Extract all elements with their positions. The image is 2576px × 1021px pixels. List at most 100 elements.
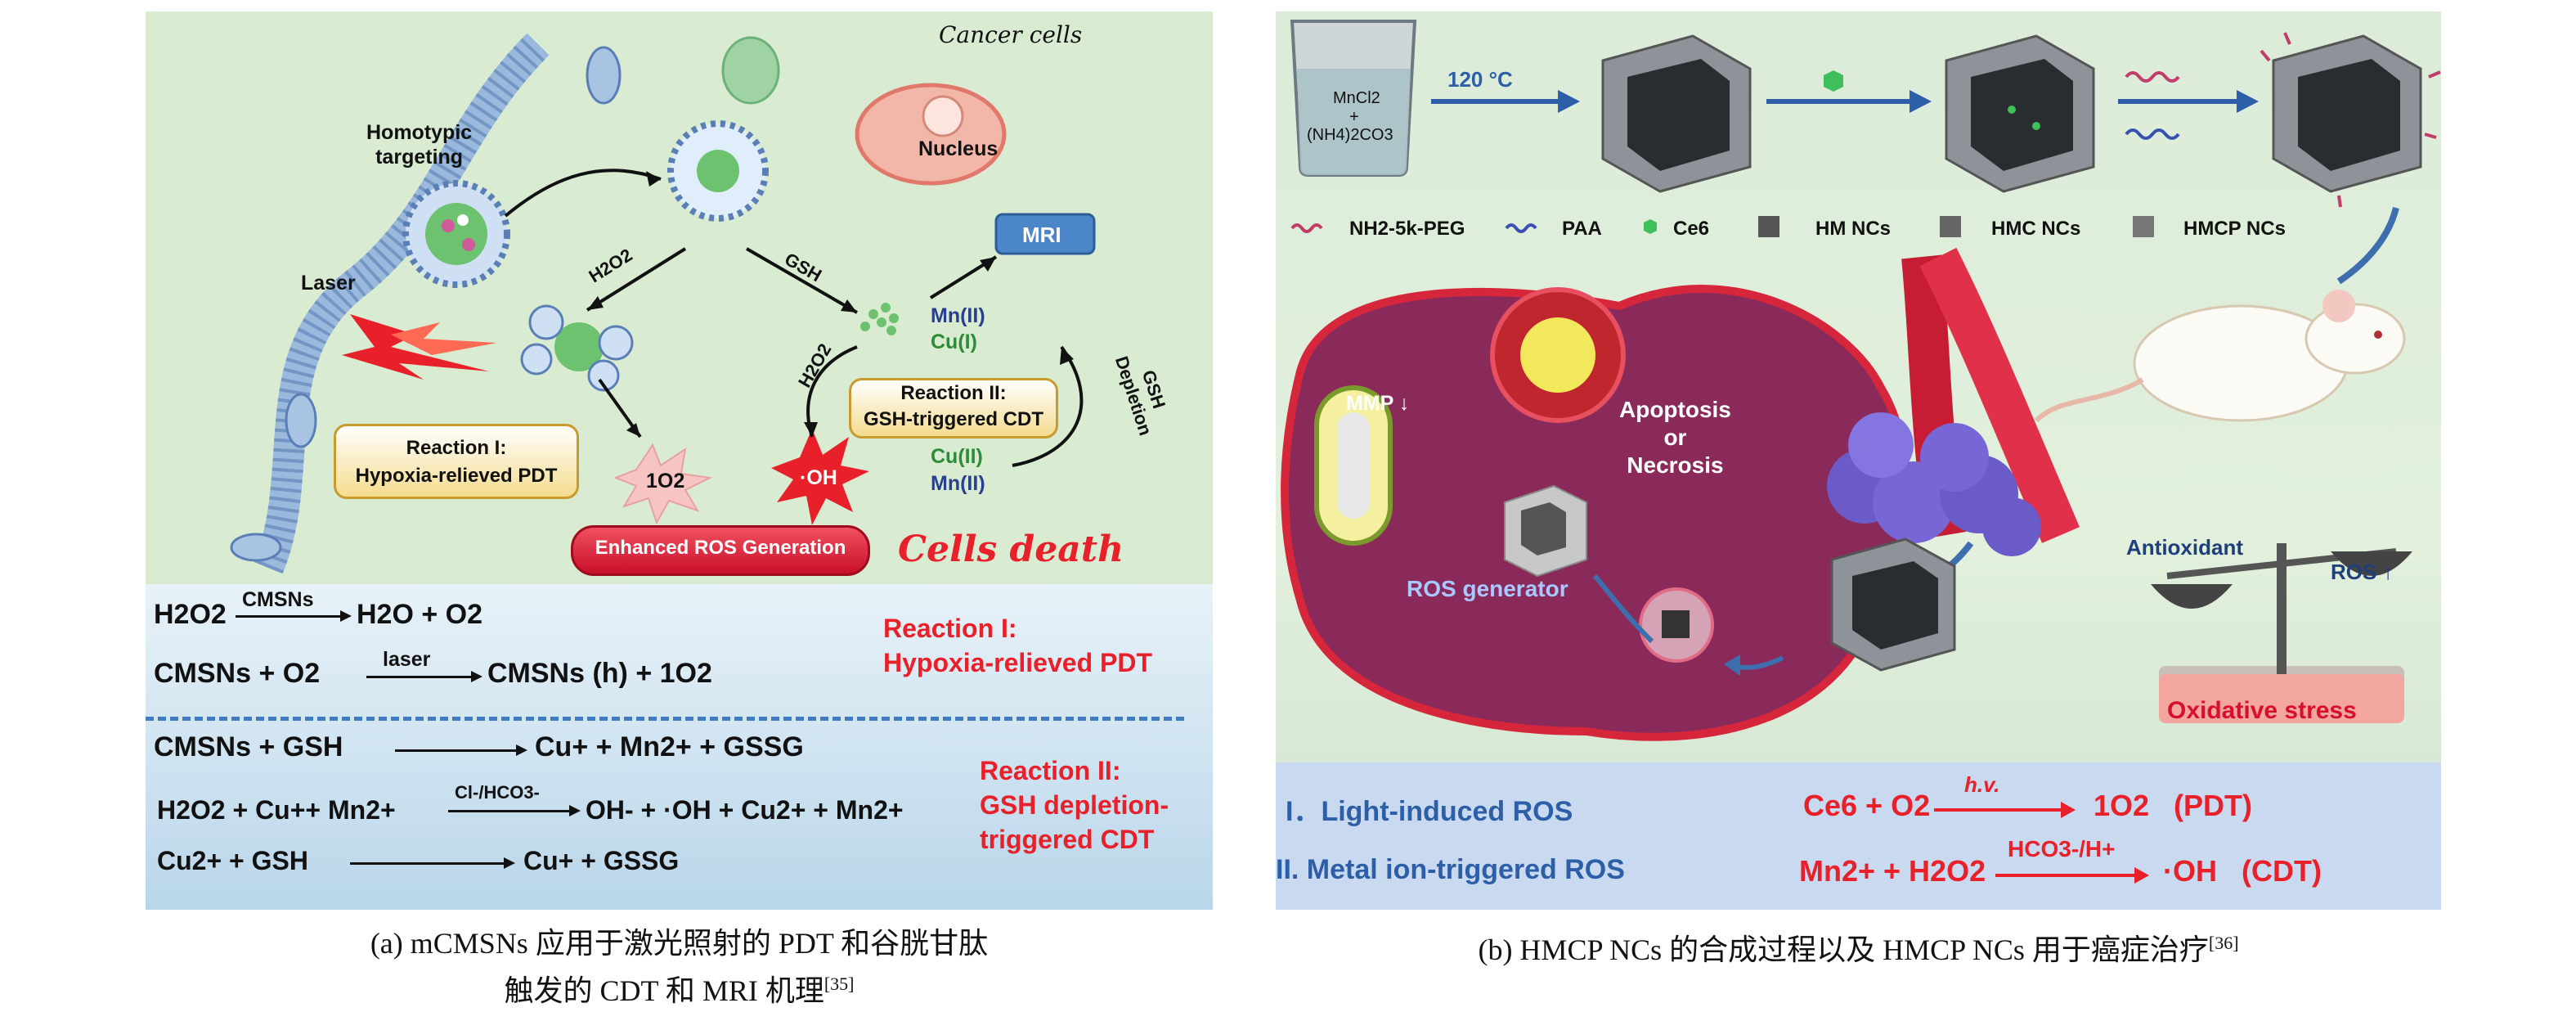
eq5-right: Cu+ + GSSG (523, 846, 680, 875)
cells-death-label: Cells death (898, 528, 1124, 570)
legend-hmcp-nc: HMCP NCs (2183, 218, 2286, 240)
reaction2-box: Reaction II: GSH-triggered CDT (849, 378, 1058, 439)
row1-arrowhead (2061, 802, 2076, 818)
row2-cond: HCO3-/H+ (2008, 836, 2116, 861)
membrane-protein-icon (230, 533, 282, 562)
eq2-catalyst: laser (383, 648, 431, 671)
mmp-label: MMP ↓ (1346, 392, 1410, 415)
legend-ce6: Ce6 (1673, 218, 1710, 240)
panel-a-figure: Cancer cells Nucleus Homotypic targeting… (146, 11, 1213, 910)
panel-a-equations-area (146, 584, 1213, 910)
eq2-arrowhead (471, 671, 482, 682)
temperature-label: 120 °C (1447, 67, 1513, 92)
oxidative-stress-label: Oxidative stress (2167, 697, 2357, 724)
cell-membrane (254, 33, 550, 574)
enhanced-ros-label: Enhanced ROS Generation (595, 537, 846, 559)
row2-eq-left: Mn2+ + H2O2 (1799, 854, 1986, 888)
antioxidant-label: Antioxidant (2126, 535, 2243, 560)
h2o2-arrow (586, 247, 687, 312)
caption-b-line1: (b) HMCP NCs 的合成过程以及 HMCP NCs 用于癌症治疗 (1478, 933, 2209, 966)
row2-arrow (1995, 874, 2138, 877)
reaction1-title: Reaction I: (883, 614, 1017, 643)
panel-b-figure: MnCl2 + (NH4)2CO3 120 °C NH2-5k-PEG PAA … (1276, 11, 2441, 910)
panel-b-illustration (1281, 20, 2441, 741)
legend-paa: PAA (1562, 218, 1602, 240)
eq5-arrowhead (504, 857, 515, 869)
caption-b: (b) HMCP NCs 的合成过程以及 HMCP NCs 用于癌症治疗[36] (1276, 923, 2441, 970)
singlet-oxygen-burst-icon (613, 443, 713, 525)
caption-a-ref: [35] (824, 974, 855, 994)
eq2-arrow (366, 676, 473, 678)
gsh-depletion-arrow (1012, 345, 1084, 467)
homotypic-targeting-label: Homotypic targeting (366, 121, 473, 169)
row2-eq-right: ·OH (CDT) (2163, 854, 2322, 888)
laser-bolt-icon (342, 314, 489, 380)
hmc-nc-cube-icon (1945, 34, 2095, 193)
legend-peg: NH2-5k-PEG (1349, 218, 1465, 240)
ros-generator-label: ROS generator (1407, 576, 1568, 601)
mn2b-label: Mn(II) (931, 472, 985, 495)
eq4-left: H2O2 + Cu++ Mn2+ (157, 795, 396, 825)
hm-nc-cube-icon (1601, 34, 1752, 193)
panel-a-illustration (230, 33, 1096, 574)
mri-label: MRI (1022, 223, 1061, 247)
ros-up-label: ROS ↑ (2331, 560, 2394, 584)
beaker-text-2: + (1349, 108, 1359, 126)
injection-arrow (2336, 206, 2399, 285)
caption-b-ref: [36] (2208, 933, 2239, 953)
panel-b-equations-area (1276, 762, 2441, 910)
hydroxyl-burst-icon (771, 429, 869, 525)
tumor-icon (1827, 412, 2041, 556)
paa-icon (2125, 128, 2180, 140)
mitochondria-icon (721, 36, 780, 105)
mri-box (994, 213, 1096, 255)
singlet-o2-label: 1O2 (646, 470, 685, 493)
eq1-arrow (236, 615, 342, 618)
oh-label: ·OH (800, 466, 837, 489)
reaction1-box: Reaction I: Hypoxia-relieved PDT (334, 424, 579, 499)
reaction2-title: Reaction II: (980, 756, 1121, 785)
eq2-right: CMSNs (h) + 1O2 (487, 658, 712, 689)
cu2-label: Cu(II) (931, 445, 983, 468)
ce6-icon (1824, 70, 1843, 92)
reaction2-sub1: GSH depletion- (980, 790, 1169, 820)
caption-a: (a) mCMSNs 应用于激光照射的 PDT 和谷胱甘肽 触发的 CDT 和 … (146, 923, 1213, 1011)
legend-hm-nc: HM NCs (1815, 218, 1892, 240)
peg-icon (2125, 71, 2180, 83)
uptake-arrow (504, 169, 662, 218)
membrane-protein-icon (285, 393, 317, 448)
equation-divider (146, 717, 1184, 721)
eq4-arrow (448, 810, 571, 812)
beaker-text-1: MnCl2 (1333, 89, 1380, 107)
mn2-label: Mn(II) (931, 304, 985, 327)
balance-scale-icon (2151, 543, 2412, 723)
eq1-arrowhead (340, 610, 352, 622)
caption-a-line2: 触发的 CDT 和 MRI 机理 (504, 974, 824, 1007)
nucleus-icon (855, 83, 1007, 186)
row2-arrowhead (2134, 867, 2149, 884)
laser-label: Laser (301, 272, 356, 295)
eq4-catalyst: Cl-/HCO3- (455, 782, 540, 803)
row2-label: II. Metal ion-triggered ROS (1276, 854, 1625, 885)
beaker-text-3: (NH4)2CO3 (1307, 126, 1393, 144)
reaction1-sub: Hypoxia-relieved PDT (883, 648, 1152, 677)
enhanced-ros-box (571, 525, 870, 576)
row1-label: I．Light-induced ROS (1286, 796, 1573, 827)
eq4-arrowhead (569, 805, 581, 816)
apoptosis-label: Apoptosis or Necrosis (1619, 397, 1731, 478)
eq2-left: CMSNs + O2 (154, 658, 321, 689)
eq3-left: CMSNs + GSH (154, 731, 343, 762)
row1-arrow (1934, 808, 2065, 812)
mouse-icon (2034, 290, 2406, 423)
particles-icon (860, 303, 899, 335)
row1-eq-left: Ce6 + O2 (1803, 789, 1931, 822)
eq5-left: Cu2+ + GSH (157, 846, 308, 875)
row1-cond: h.v. (1964, 772, 2000, 797)
eq1-left: H2O2 (154, 599, 227, 630)
cancer-cells-label: Cancer cells (939, 21, 1083, 48)
nanoparticle-cluster-icon (554, 322, 604, 371)
ros-generator-icon (1504, 484, 1587, 578)
caption-a-line1: (a) mCMSNs 应用于激光照射的 PDT 和谷胱甘肽 (370, 927, 989, 960)
hmcp-nc-cube-icon-2 (1830, 537, 1956, 672)
eq3-arrowhead (516, 744, 527, 756)
